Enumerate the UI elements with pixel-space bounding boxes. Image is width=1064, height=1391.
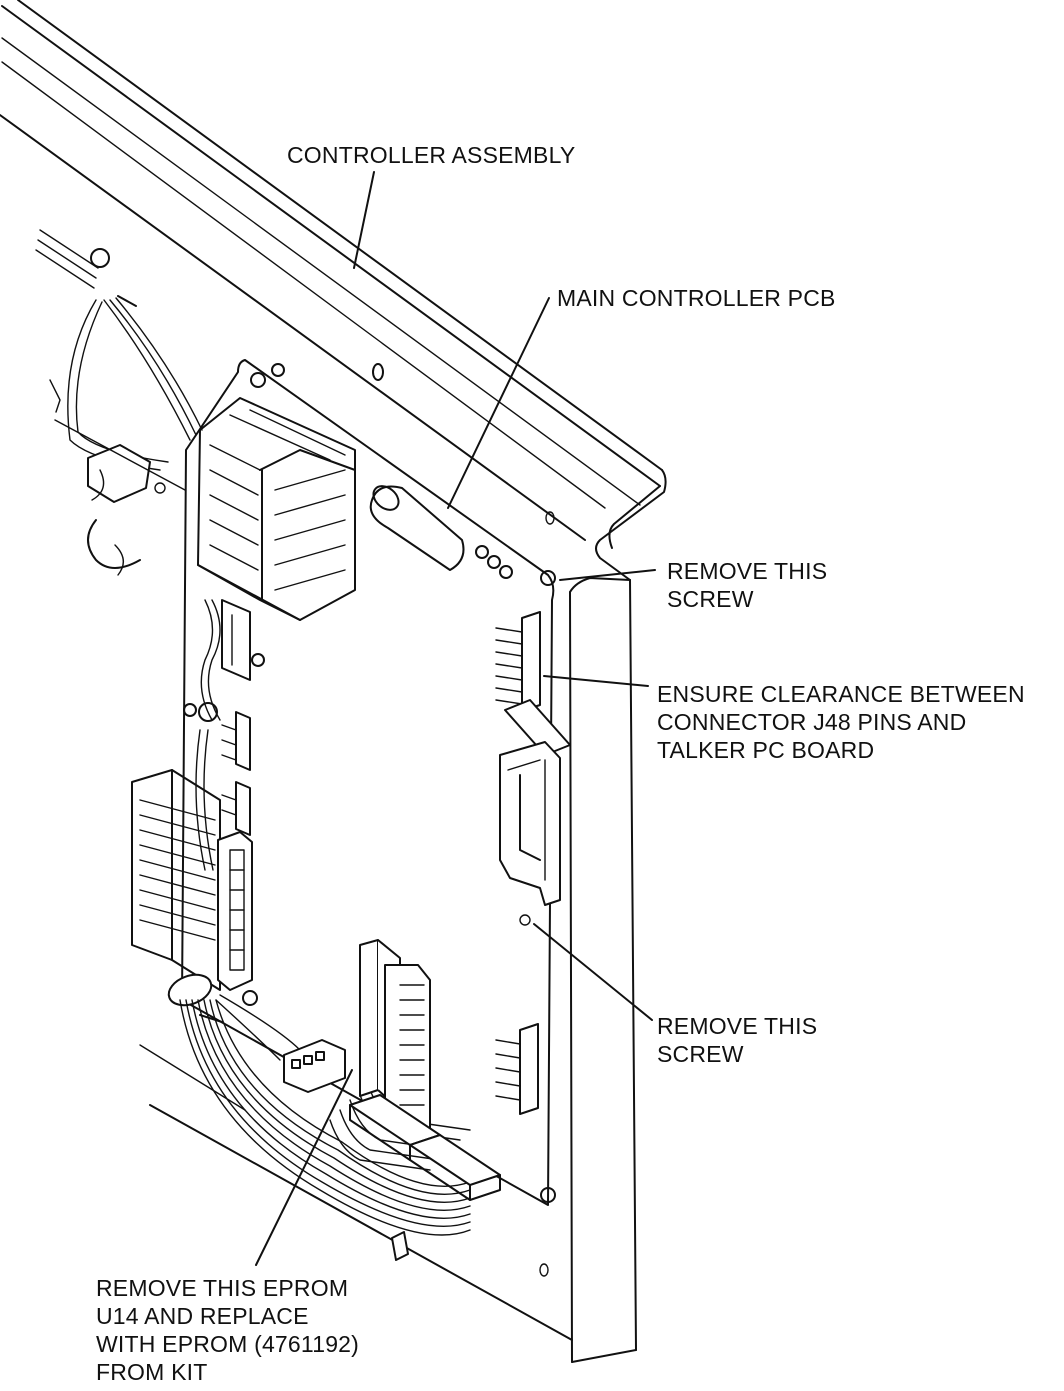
leader-lines <box>255 171 656 1266</box>
label-remove-screw-bottom: REMOVE THIS SCREW <box>657 1012 817 1068</box>
label-line: REMOVE THIS <box>657 1013 818 1039</box>
lower-right-connector <box>495 1023 539 1115</box>
eprom-u14 <box>349 939 501 1201</box>
leader-main-pcb <box>447 297 550 509</box>
capacitor <box>369 363 513 579</box>
chassis-bracket <box>0 0 667 1363</box>
label-line: SCREW <box>667 586 754 612</box>
leader-screw-top <box>559 569 656 581</box>
label-line: CONNECTOR J48 PINS AND <box>657 709 967 735</box>
leader-screw-bottom <box>533 923 653 1021</box>
label-line: WITH EPROM (4761192) <box>96 1331 360 1357</box>
label-line: TALKER PC BOARD <box>657 737 875 763</box>
heat-sink <box>197 397 356 621</box>
leader-controller-assembly <box>353 171 375 269</box>
label-line: FROM KIT <box>96 1359 208 1385</box>
j48-connector <box>495 611 571 756</box>
leader-clearance <box>543 675 649 687</box>
label-line: SCREW <box>657 1041 744 1067</box>
label-controller-assembly: CONTROLLER ASSEMBLY <box>287 141 575 169</box>
left-connectors <box>195 599 251 871</box>
ribbon-cable <box>131 769 253 991</box>
label-remove-screw-top: REMOVE THIS SCREW <box>667 557 827 613</box>
label-line: CONTROLLER ASSEMBLY <box>287 142 576 168</box>
label-ensure-clearance: ENSURE CLEARANCE BETWEEN CONNECTOR J48 P… <box>657 680 1025 764</box>
label-line: REMOVE THIS EPROM <box>96 1275 349 1301</box>
small-plug <box>283 1039 346 1093</box>
talker-pc-board <box>499 741 561 906</box>
label-line: MAIN CONTROLLER PCB <box>557 285 836 311</box>
label-line: U14 AND REPLACE <box>96 1303 309 1329</box>
leader-eprom <box>255 1069 353 1266</box>
label-main-controller-pcb: MAIN CONTROLLER PCB <box>557 284 836 312</box>
upper-cable-harness <box>35 229 203 576</box>
label-line: REMOVE THIS <box>667 558 828 584</box>
label-line: ENSURE CLEARANCE BETWEEN <box>657 681 1025 707</box>
label-remove-eprom: REMOVE THIS EPROM U14 AND REPLACE WITH E… <box>96 1274 359 1386</box>
